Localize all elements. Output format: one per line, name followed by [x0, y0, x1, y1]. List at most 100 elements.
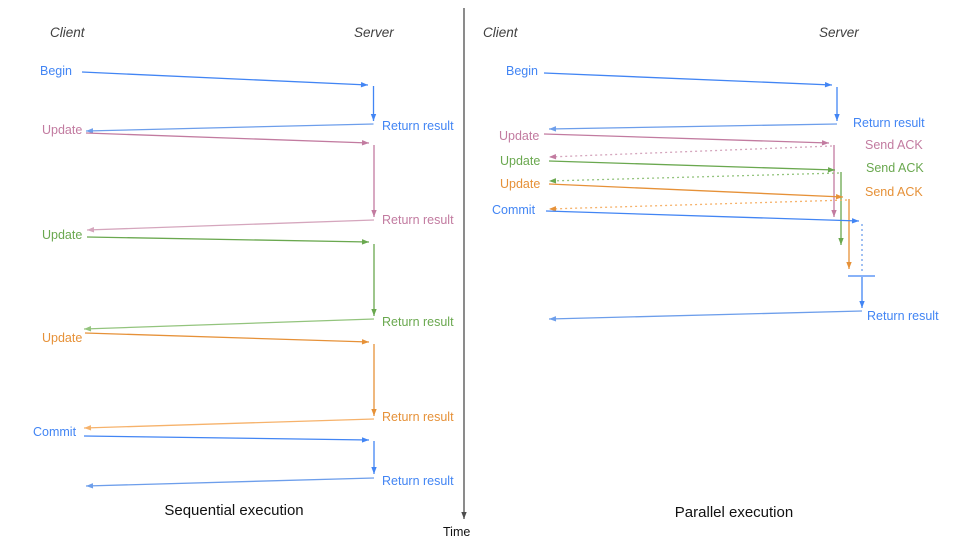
par-update1-ack-arrow-line	[548, 145, 833, 158]
arrowhead-icon	[371, 409, 377, 416]
par-update1-request-arrow	[543, 133, 830, 146]
seq-update1-label: Update	[42, 123, 82, 137]
par-commit-server-arrow	[859, 277, 865, 308]
par-update2-request-arrow-line	[548, 160, 836, 171]
arrowhead-icon	[831, 210, 837, 217]
par-commit-request-arrow-line	[545, 210, 860, 222]
seq-return-label-4: Return result	[382, 410, 454, 424]
arrowhead-icon	[851, 218, 859, 224]
seq-commit-return-arrow	[85, 477, 375, 489]
par-return-label-1: Return result	[853, 116, 925, 130]
par-client-header: Client	[483, 25, 519, 40]
par-begin-request-arrow	[543, 72, 833, 88]
seq-update2-label: Update	[42, 228, 82, 242]
par-update2-ack-arrow	[548, 172, 840, 184]
par-update1-ack-arrow	[548, 145, 833, 160]
par-begin-return-arrow-line	[548, 123, 838, 130]
arrowhead-icon	[361, 140, 369, 146]
seq-return-label-2: Return result	[382, 213, 454, 227]
arrowhead-icon	[549, 126, 557, 132]
par-ack-label-3: Send ACK	[865, 185, 923, 199]
arrowhead-icon	[86, 483, 94, 489]
par-update2-ack-arrow-line	[548, 172, 840, 182]
arrowhead-icon	[838, 238, 844, 245]
seq-update1-return-arrow-line	[86, 219, 375, 231]
par-begin-request-arrow-line	[543, 72, 833, 86]
time-axis-label: Time	[443, 525, 470, 539]
par-begin-return-arrow	[548, 123, 838, 132]
arrowhead-icon	[824, 82, 832, 88]
seq-update1-server-arrow	[371, 145, 377, 217]
seq-begin-server-arrow	[370, 86, 377, 121]
par-update1-request-arrow-line	[543, 133, 830, 144]
arrowhead-icon	[370, 114, 377, 121]
par-update3-ack-arrow	[548, 199, 848, 212]
par-update3-server-arrow	[846, 199, 852, 269]
par-update3-ack-arrow-line	[548, 199, 848, 210]
seq-update3-return-arrow-line	[83, 418, 375, 429]
seq-update3-server-arrow	[371, 344, 377, 416]
seq-commit-return-arrow-line	[85, 477, 375, 487]
par-commit-request-arrow	[545, 210, 860, 224]
arrowhead-icon	[549, 178, 557, 184]
seq-update2-request-arrow	[86, 236, 370, 245]
seq-update2-return-arrow-line	[83, 318, 375, 330]
par-begin-label: Begin	[506, 64, 538, 78]
arrowhead-icon	[361, 437, 369, 443]
par-commit-label: Commit	[492, 203, 536, 217]
seq-update1-return-arrow	[86, 219, 375, 233]
arrowhead-icon	[361, 339, 369, 345]
seq-return-label-5: Return result	[382, 474, 454, 488]
arrowhead-icon	[846, 262, 852, 269]
seq-update2-return-arrow	[83, 318, 375, 332]
seq-begin-request-arrow	[81, 71, 369, 88]
par-update3-request-arrow-line	[548, 183, 844, 198]
par-commit-return-arrow	[548, 310, 863, 322]
arrowhead-icon	[461, 512, 467, 519]
seq-caption: Sequential execution	[164, 502, 303, 519]
arrowhead-icon	[835, 193, 843, 200]
par-commit-return-arrow-line	[548, 310, 863, 320]
seq-commit-request-arrow-line	[83, 435, 370, 441]
seq-update3-return-arrow	[83, 418, 375, 431]
arrowhead-icon	[549, 206, 557, 212]
seq-begin-return-arrow	[85, 123, 374, 134]
par-return-label-2: Return result	[867, 309, 939, 323]
seq-update2-request-arrow-line	[86, 236, 370, 243]
par-ack-label-1: Send ACK	[865, 138, 923, 152]
seq-return-label-3: Return result	[382, 315, 454, 329]
seq-commit-request-arrow	[83, 435, 370, 443]
seq-commit-server-arrow	[371, 441, 377, 474]
par-update2-request-arrow	[548, 160, 836, 173]
arrowhead-icon	[371, 210, 377, 217]
seq-update3-request-arrow	[84, 332, 370, 345]
seq-update2-server-arrow	[371, 244, 377, 316]
par-update2-label: Update	[500, 154, 540, 168]
arrowhead-icon	[821, 140, 829, 146]
seq-commit-label: Commit	[33, 425, 77, 439]
par-caption: Parallel execution	[675, 504, 793, 521]
arrowhead-icon	[87, 227, 95, 233]
seq-begin-return-arrow-line	[85, 123, 374, 132]
par-begin-server-arrow	[834, 87, 840, 121]
par-ack-label-2: Send ACK	[866, 161, 924, 175]
par-update2-server-arrow	[838, 172, 844, 245]
seq-update3-label: Update	[42, 331, 82, 345]
arrowhead-icon	[549, 154, 557, 160]
arrowhead-icon	[827, 167, 835, 173]
arrowhead-icon	[360, 81, 368, 88]
arrowhead-icon	[834, 114, 840, 121]
arrowhead-icon	[84, 425, 92, 431]
par-server-header: Server	[819, 25, 859, 40]
arrowhead-icon	[371, 309, 377, 316]
arrowhead-icon	[549, 316, 557, 322]
arrowhead-icon	[371, 467, 377, 474]
par-update1-label: Update	[499, 129, 539, 143]
par-update3-label: Update	[500, 177, 540, 191]
arrowhead-icon	[86, 128, 94, 134]
par-update1-server-arrow	[831, 145, 837, 217]
seq-update1-request-arrow	[85, 132, 370, 146]
arrowhead-icon	[361, 239, 369, 245]
